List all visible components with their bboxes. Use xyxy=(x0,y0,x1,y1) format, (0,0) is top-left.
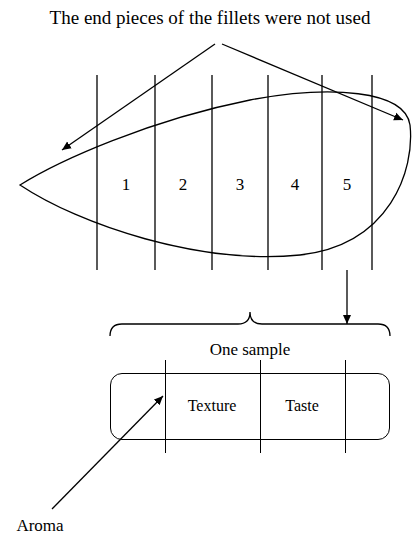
sample-heading: One sample xyxy=(210,340,291,360)
fillet-region: 1 2 3 4 5 xyxy=(15,72,415,270)
section-number: 3 xyxy=(236,175,245,195)
cut-line xyxy=(321,75,322,270)
cut-line xyxy=(267,75,268,270)
sample-piece xyxy=(110,373,390,440)
fillet-shape xyxy=(20,92,411,257)
cut-line xyxy=(345,360,346,453)
callout-label: Aroma xyxy=(16,516,63,536)
section-number: 4 xyxy=(291,175,300,195)
section-number: 5 xyxy=(343,175,352,195)
section-number: 2 xyxy=(179,175,188,195)
note-text: The end pieces of the fillets were not u… xyxy=(50,7,371,29)
cut-line xyxy=(165,360,166,453)
leader-arrow xyxy=(222,44,403,120)
cell-label: Taste xyxy=(285,397,319,415)
sample-group: One sampleTexture Taste xyxy=(110,324,390,440)
cut-line xyxy=(211,75,212,270)
cut-line xyxy=(371,75,372,270)
cut-line xyxy=(96,75,97,270)
leader-arrow xyxy=(62,44,215,150)
cut-line xyxy=(260,360,261,453)
cell-label: Texture xyxy=(188,397,237,415)
leader-arrow xyxy=(52,396,163,509)
flow-arrow xyxy=(346,270,347,324)
fillet-outline xyxy=(15,72,415,270)
cut-line xyxy=(154,75,155,270)
brace xyxy=(110,312,390,336)
section-number: 1 xyxy=(122,175,131,195)
